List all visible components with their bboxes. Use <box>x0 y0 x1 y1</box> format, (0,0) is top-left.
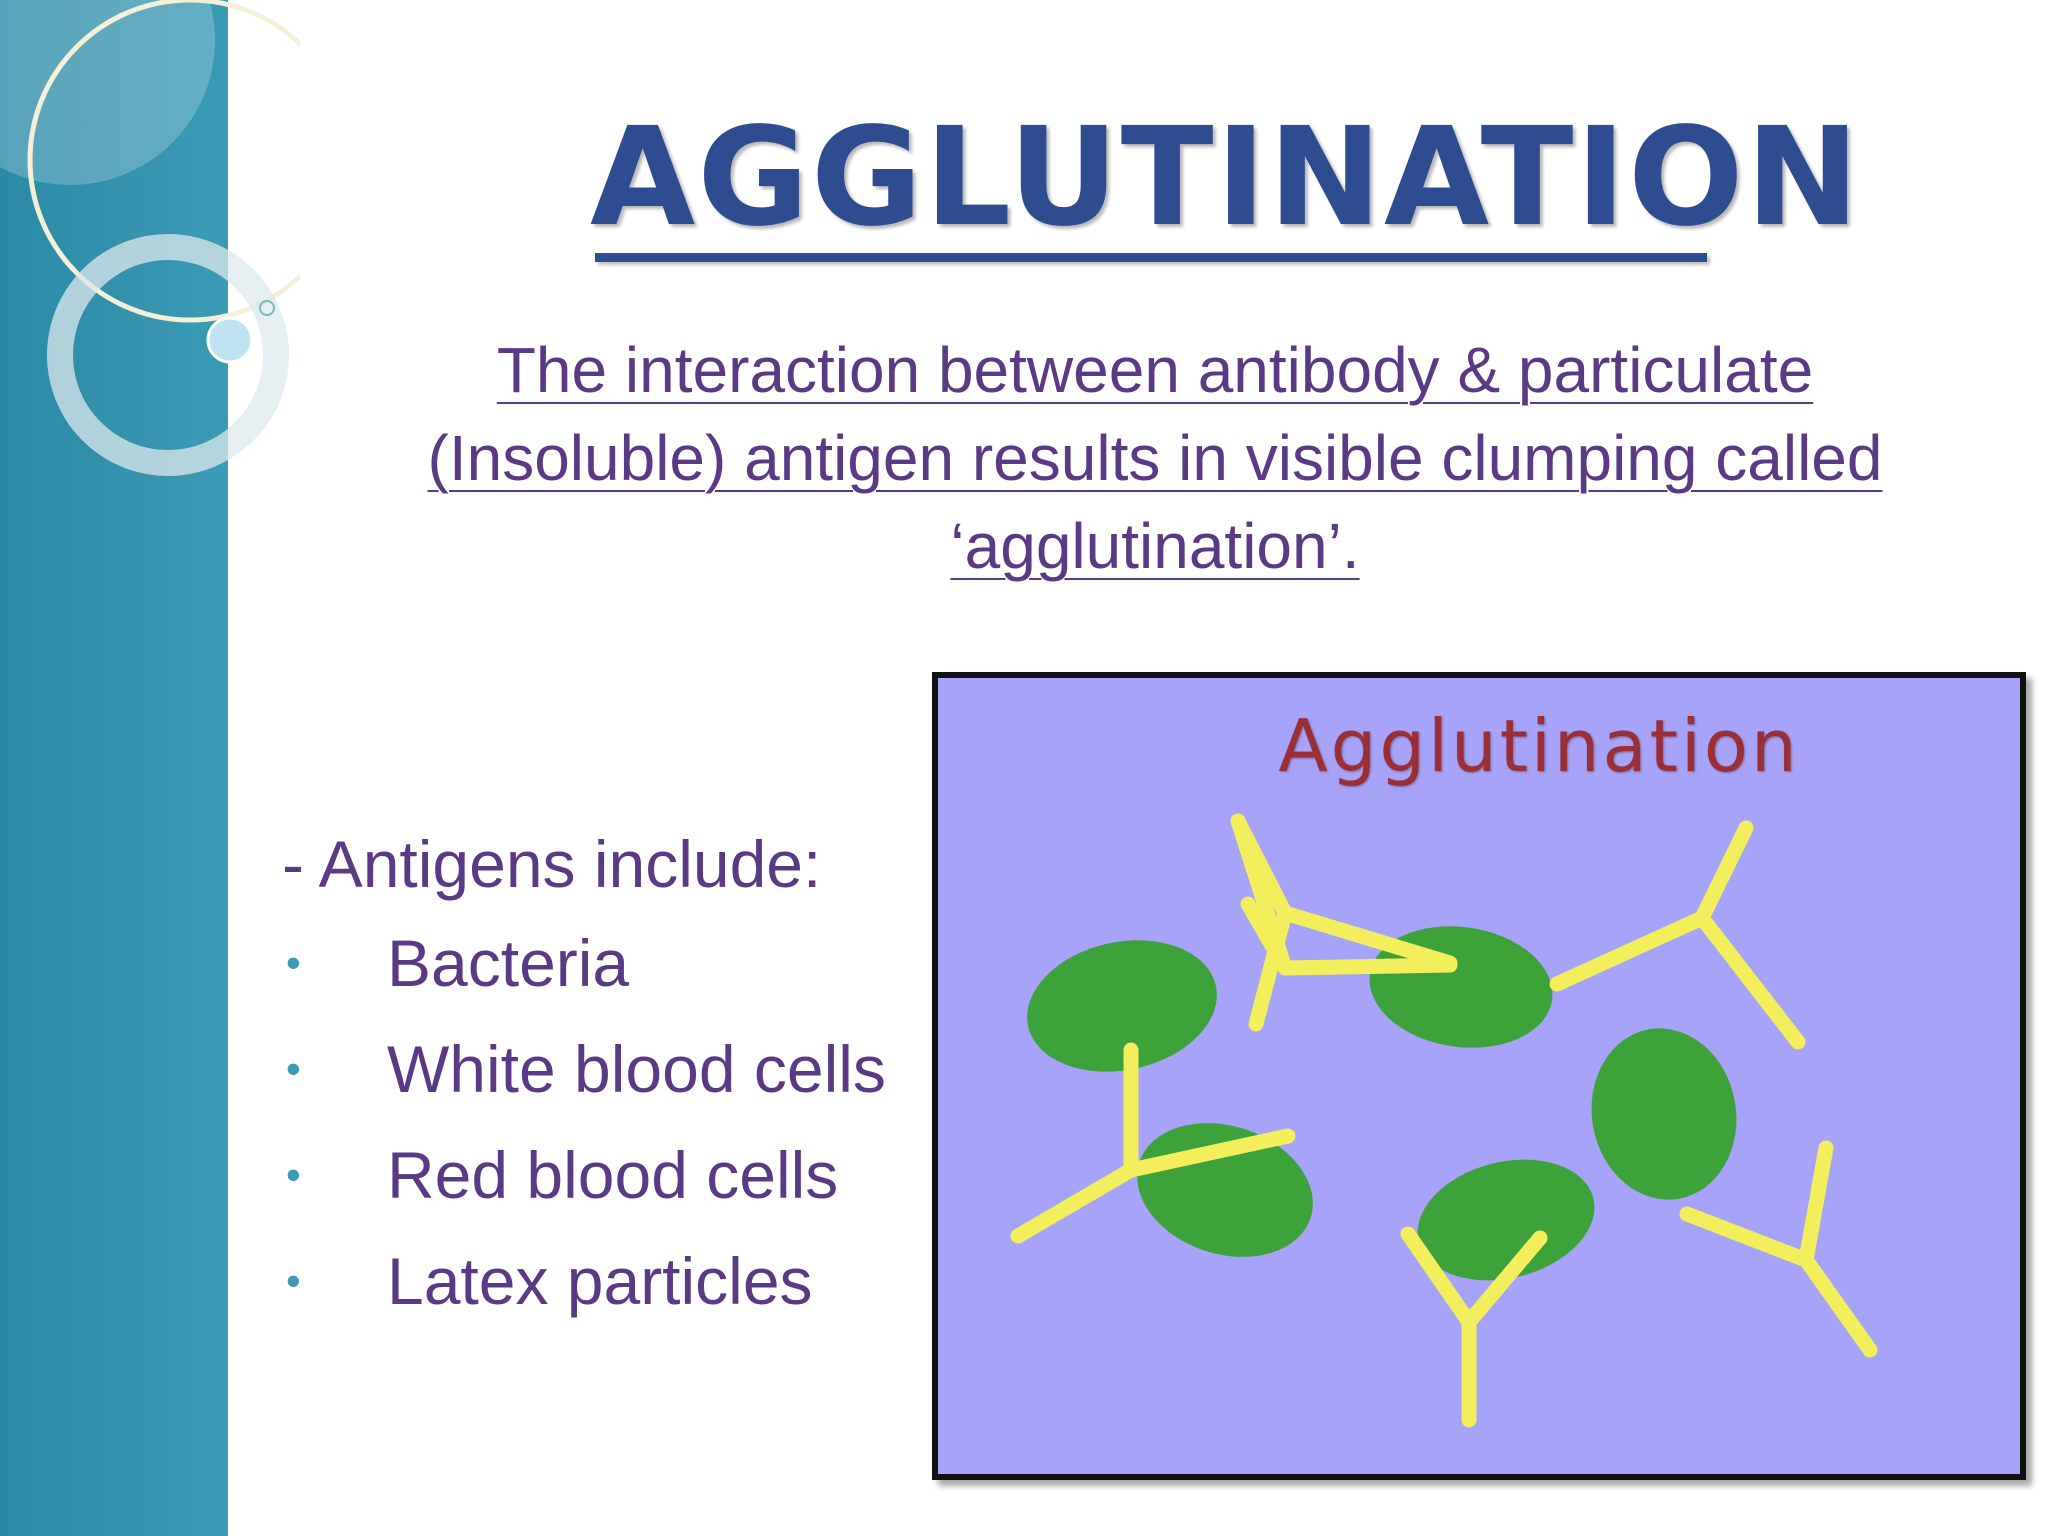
agglutination-illustration <box>1010 813 1878 1428</box>
title-underline <box>595 253 1707 262</box>
list-item: •Latex particles <box>282 1228 942 1334</box>
antigens-intro: - Antigens include: <box>282 827 822 901</box>
figure-title: Agglutination <box>1278 704 1800 788</box>
definition-text: The interaction between antibody & parti… <box>260 326 2048 590</box>
antigen-cell <box>1137 1123 1313 1257</box>
agglutination-figure: Agglutination <box>932 672 2026 1480</box>
bullet-icon: • <box>286 1257 301 1304</box>
slide-title: AGGLUTINATION <box>590 99 1862 257</box>
antibody <box>1549 820 1806 1050</box>
antibody <box>1230 813 1458 1032</box>
antibody <box>1679 1140 1878 1358</box>
antigen-cell <box>1591 1028 1737 1200</box>
antigen-list: •Bacteria •White blood cells •Red blood … <box>282 910 942 1334</box>
antibody <box>1400 1226 1548 1428</box>
list-item: •White blood cells <box>282 1016 942 1122</box>
definition-line: The interaction between antibody & parti… <box>496 334 1814 406</box>
definition-line: ‘agglutination’. <box>950 510 1360 582</box>
antigen-cell <box>1417 1159 1595 1281</box>
antigen-list-block: - Antigens include: •Bacteria •White blo… <box>282 818 942 1334</box>
list-item: •Red blood cells <box>282 1122 942 1228</box>
bullet-icon: • <box>286 939 301 986</box>
antibody <box>1010 1042 1296 1244</box>
definition-line: (Insoluble) antigen results in visible c… <box>427 422 1883 494</box>
list-item: •Bacteria <box>282 910 942 1016</box>
antigen-cell <box>1027 940 1217 1072</box>
bullet-icon: • <box>286 1045 301 1092</box>
bullet-icon: • <box>286 1151 301 1198</box>
side-band <box>0 0 228 1536</box>
antigen-cell <box>1369 926 1553 1048</box>
